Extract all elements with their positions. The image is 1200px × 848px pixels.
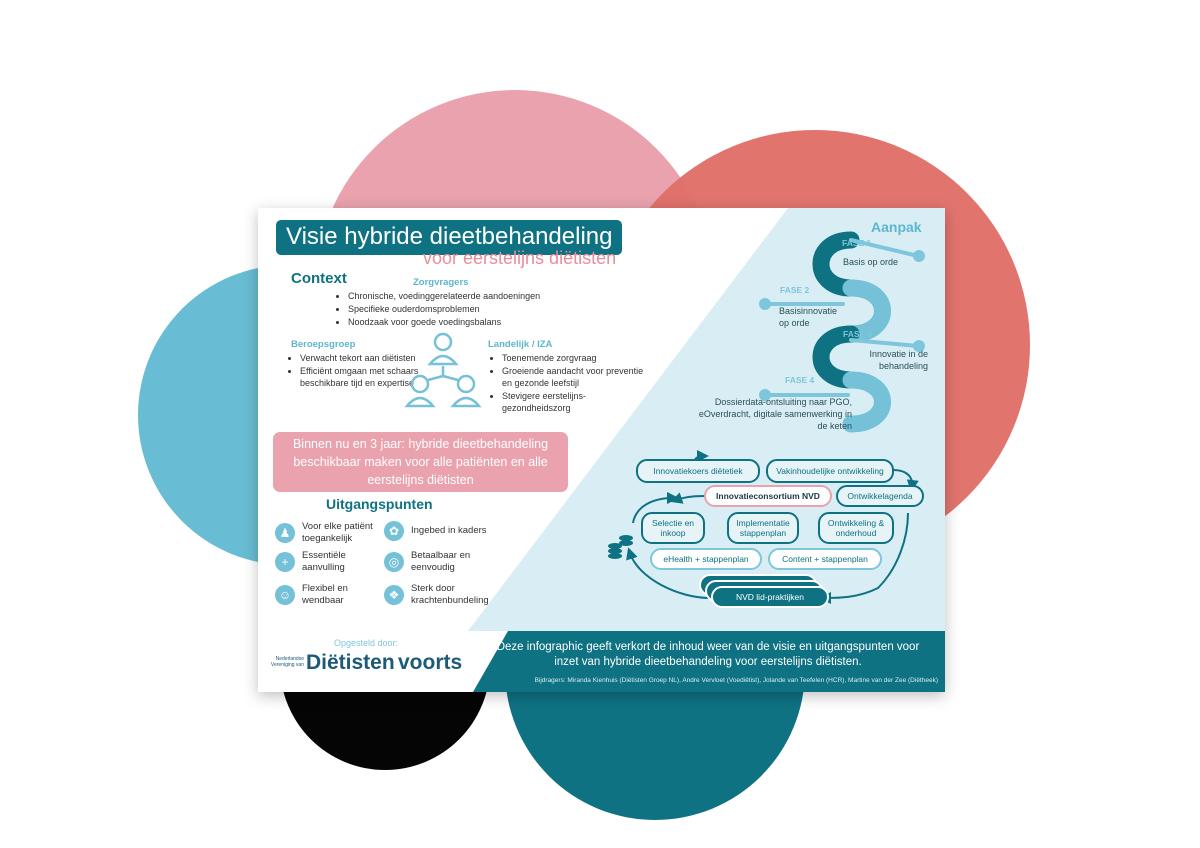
footer-summary: Deze infographic geeft verkort de inhoud… bbox=[496, 641, 920, 668]
uitgangspunt-item: ☺ Flexibel en wendbaar bbox=[275, 583, 375, 607]
fase-1-text: Basis op orde bbox=[843, 257, 899, 267]
people-network-icon bbox=[404, 332, 482, 408]
beroepsgroep-heading: Beroepsgroep bbox=[291, 339, 356, 350]
landelijk-heading: Landelijk / IZA bbox=[488, 339, 553, 350]
list-item: Toenemende zorgvraag bbox=[502, 352, 652, 364]
vakinhoudelijke-box: Vakinhoudelijke ontwikkeling bbox=[766, 459, 894, 483]
list-item: Specifieke ouderdomsproblemen bbox=[348, 303, 608, 315]
handshake-icon: ❖ bbox=[384, 585, 404, 605]
consortium-box: Innovatieconsortium NVD bbox=[704, 485, 832, 507]
target-statement: Binnen nu en 3 jaar: hybride dieetbehand… bbox=[273, 432, 568, 492]
list-item: Efficiënt omgaan met schaars beschikbare… bbox=[300, 365, 420, 389]
content-box: Content + stappenplan bbox=[768, 548, 882, 570]
page-subtitle: voor eerstelijns diëtisten bbox=[423, 248, 617, 268]
list-item: Chronische, voedinggerelateerde aandoeni… bbox=[348, 290, 608, 302]
ehealth-box: eHealth + stappenplan bbox=[650, 548, 762, 570]
ontwikkeling-box: Ontwikkeling & onderhoud bbox=[818, 512, 894, 544]
nvd-logo-small-text: Nederlandse Vereniging van bbox=[270, 656, 304, 668]
zorgvragers-list: Chronische, voedinggerelateerde aandoeni… bbox=[334, 290, 608, 329]
uitgangspunt-item: + Essentiële aanvulling bbox=[275, 550, 375, 574]
selectie-box: Selectie en inkoop bbox=[641, 512, 705, 544]
uitgangspunten-heading: Uitgangspunten bbox=[326, 496, 433, 512]
voorts-logo: voorts bbox=[398, 651, 463, 674]
fase-1-label: FASE 1 bbox=[842, 238, 872, 248]
page-title: Visie hybride dieetbehandeling bbox=[276, 220, 623, 255]
fase-4-text: Dossierdata-ontsluiting naar PGO, eOverd… bbox=[698, 397, 852, 431]
context-heading: Context bbox=[291, 270, 347, 287]
fase-2-label: FASE 2 bbox=[780, 285, 810, 295]
list-item: Noodzaak voor goede voedingsbalans bbox=[348, 316, 608, 328]
coins-icon: ◎ bbox=[384, 552, 404, 572]
fase-3-label: FASE 3 bbox=[843, 329, 873, 339]
footer-contributors: Bijdragers: Miranda Kienhuis (Diëtisten … bbox=[534, 677, 938, 684]
plus-icon: + bbox=[275, 552, 295, 572]
infographic-card: Visie hybride dieetbehandeling voor eers… bbox=[258, 208, 945, 692]
head-icon: ☺ bbox=[275, 585, 295, 605]
fase-path-graphic bbox=[759, 231, 925, 433]
zorgvragers-heading: Zorgvragers bbox=[413, 277, 469, 288]
list-item: Verwacht tekort aan diëtisten bbox=[300, 352, 420, 364]
cycle-arrows bbox=[608, 450, 919, 604]
ontwikkelagenda-box: Ontwikkelagenda bbox=[836, 485, 924, 507]
fase-3-text: Innovatie in de behandeling bbox=[869, 349, 928, 371]
fase-4-label: FASE 4 bbox=[785, 375, 815, 385]
aanpak-heading: Aanpak bbox=[871, 219, 922, 235]
nvd-logo: Diëtisten bbox=[306, 651, 395, 674]
uitgangspunt-item: ✿ Ingebed in kaders bbox=[384, 521, 514, 541]
landelijk-list: Toenemende zorgvraag Groeiende aandacht … bbox=[488, 352, 652, 415]
implementatie-box: Implementatie stappenplan bbox=[727, 512, 799, 544]
uitgangspunt-item: ❖ Sterk door krachtenbundeling bbox=[384, 583, 514, 607]
network-icon: ✿ bbox=[384, 521, 404, 541]
uitgangspunt-item: ◎ Betaalbaar en eenvoudig bbox=[384, 550, 514, 574]
uitgangspunt-item: ♟ Voor elke patiënt toegankelijk bbox=[275, 521, 375, 545]
lidpraktijken-box: NVD lid-praktijken bbox=[711, 586, 829, 608]
list-item: Groeiende aandacht voor preventie en gez… bbox=[502, 365, 652, 389]
people-icon: ♟ bbox=[275, 523, 295, 543]
fase-2-text: Basisinnovatie op orde bbox=[779, 306, 838, 328]
innovatiekoers-box: Innovatiekoers diëtetiek bbox=[636, 459, 760, 483]
beroepsgroep-list: Verwacht tekort aan diëtisten Efficiënt … bbox=[286, 352, 420, 390]
list-item: Stevigere eerstelijns-gezondheidszorg bbox=[502, 390, 652, 414]
opgesteld-label: Opgesteld door: bbox=[334, 638, 399, 648]
